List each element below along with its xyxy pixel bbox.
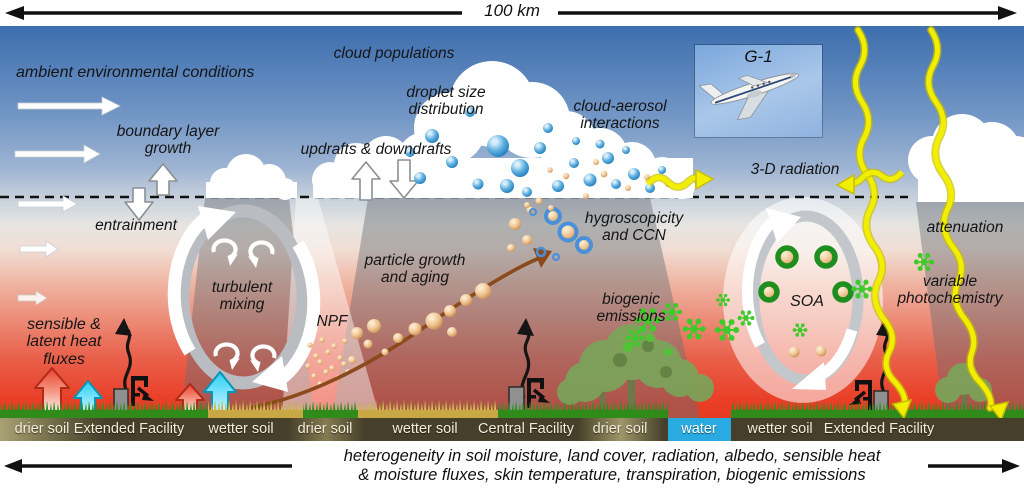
label-variable-photochemistry: variable photochemistry bbox=[897, 273, 1003, 307]
label-soa: SOA bbox=[790, 293, 824, 310]
ground-label-drier-soil-3: drier soil bbox=[592, 421, 648, 437]
ground-label-wetter-soil-1: wetter soil bbox=[208, 421, 274, 437]
bottom-caption: heterogeneity in soil moisture, land cov… bbox=[297, 447, 927, 486]
caption-line-2: & moisture fluxes, skin temperature, tra… bbox=[358, 466, 866, 485]
scale-label-100km: 100 km bbox=[484, 1, 540, 20]
ground-label-wetter-soil-3: wetter soil bbox=[747, 421, 813, 437]
label-heat-fluxes: sensible & latent heat fluxes bbox=[26, 316, 102, 368]
soil-patch-drier-3 bbox=[578, 418, 664, 441]
g1-airplane-icon bbox=[698, 72, 799, 121]
ground-label-extended-facility-1: Extended Facility bbox=[73, 421, 185, 437]
label-particle-growth: particle growth and aging bbox=[364, 252, 466, 286]
label-cloud-populations: cloud populations bbox=[333, 45, 455, 62]
ground-label-central-facility: Central Facility bbox=[478, 421, 574, 437]
label-hygroscopicity-ccn: hygroscopicity and CCN bbox=[584, 210, 684, 244]
label-3d-radiation: 3-D radiation bbox=[750, 161, 840, 178]
label-biogenic-emissions: biogenic emissions bbox=[596, 291, 666, 325]
ground-label-extended-facility-2: Extended Facility bbox=[823, 421, 935, 437]
water-segment bbox=[668, 418, 731, 441]
ground-label-wetter-soil-2: wetter soil bbox=[392, 421, 458, 437]
soil-patch-drier-1 bbox=[0, 418, 105, 441]
caption-line-1: heterogeneity in soil moisture, land cov… bbox=[343, 447, 881, 465]
g1-aircraft-photo: G-1 bbox=[695, 45, 822, 137]
label-boundary-layer-growth: boundary layer growth bbox=[116, 123, 220, 157]
label-droplet-size: droplet size distribution bbox=[406, 84, 486, 118]
soil-patch-drier-2 bbox=[288, 418, 364, 441]
ground-label-drier-soil-2: drier soil bbox=[297, 421, 353, 437]
g1-label: G-1 bbox=[744, 47, 773, 66]
label-cloud-aerosol: cloud-aerosol interactions bbox=[573, 98, 667, 132]
ground-label-water: water bbox=[681, 421, 717, 437]
label-ambient-conditions: ambient environmental conditions bbox=[16, 64, 255, 81]
label-npf: NPF bbox=[316, 313, 348, 330]
soil-strip: drier soil Extended Facility wetter soil… bbox=[0, 418, 1024, 441]
label-attenuation: attenuation bbox=[926, 219, 1004, 236]
label-updrafts-downdrafts: updrafts & downdrafts bbox=[300, 141, 452, 158]
ground-label-drier-soil-1: drier soil bbox=[14, 421, 70, 437]
label-entrainment: entrainment bbox=[95, 217, 177, 234]
label-turbulent-mixing: turbulent mixing bbox=[211, 279, 273, 313]
